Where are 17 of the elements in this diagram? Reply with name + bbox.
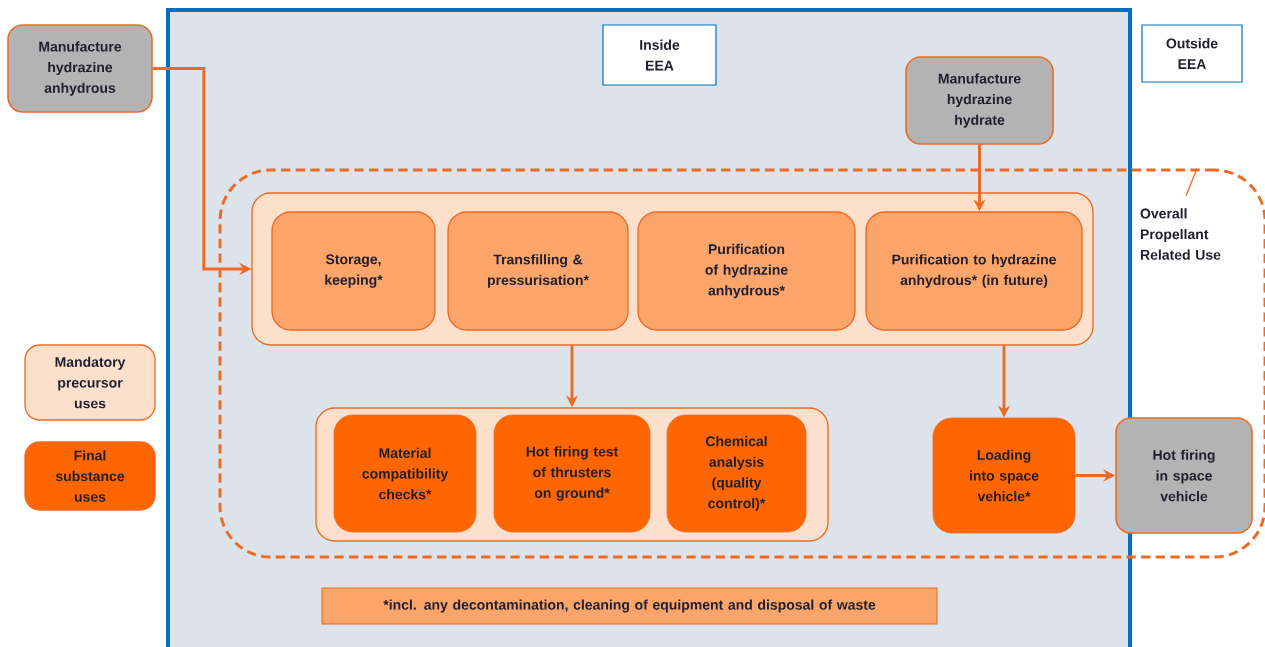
process-box: Loading into space vehicle*: [932, 417, 1076, 534]
process-box: Hot firing test of thrusters on ground*: [493, 414, 651, 533]
process-box: Transfilling & pressurisation*: [447, 211, 629, 331]
process-box: Hot firing in space vehicle: [1115, 417, 1253, 534]
region-label: Outside EEA: [1141, 24, 1243, 83]
dashed-boundary: [218, 168, 1265, 559]
region-label: Inside EEA: [602, 24, 717, 86]
footnote-box: *incl. any decontamination, cleaning of equipment and disposal of waste: [321, 587, 938, 625]
process-box: Purification to hydrazine anhydrous* (in future): [865, 211, 1083, 331]
boundary-label: Overall Propellant Related Use: [1140, 208, 1221, 260]
process-box: Material compatibility checks*: [333, 414, 477, 533]
process-box: Manufacture hydrazine hydrate: [905, 56, 1054, 145]
process-box: Purification of hydrazine anhydrous*: [637, 211, 856, 331]
process-box: Storage, keeping*: [271, 211, 436, 331]
leader-line: [1185, 167, 1198, 197]
process-box: Chemical analysis (quality control)*: [666, 414, 807, 533]
process-box: Manufacture hydrazine anhydrous: [7, 24, 153, 113]
